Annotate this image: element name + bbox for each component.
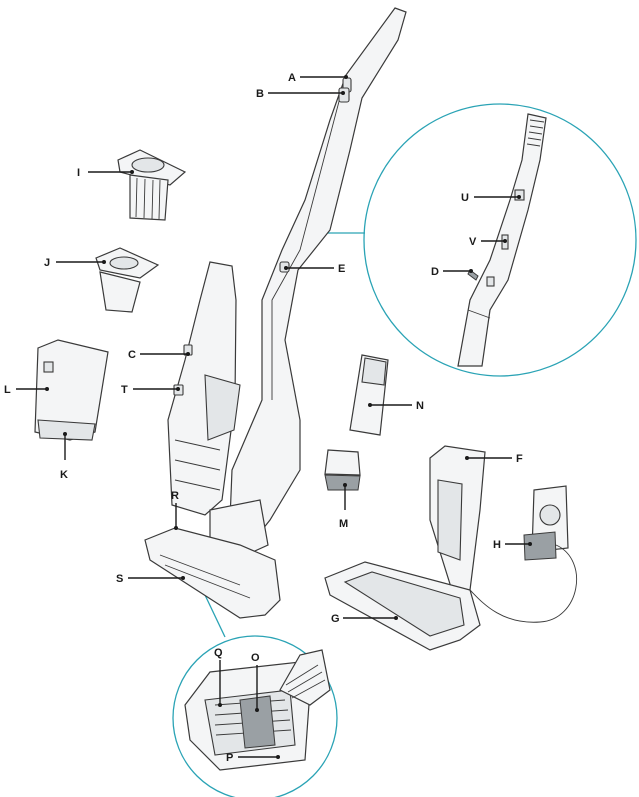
- label-P: P: [226, 752, 233, 764]
- label-E: E: [338, 263, 345, 275]
- part-M: [324, 449, 361, 491]
- label-A: A: [288, 72, 296, 84]
- vacuum-main-body: [144, 7, 407, 619]
- label-U: U: [461, 192, 469, 204]
- label-K: K: [60, 469, 68, 481]
- label-Q: Q: [214, 647, 223, 659]
- part-filter-I: [117, 149, 187, 221]
- label-S: S: [116, 573, 123, 585]
- part-N: [349, 354, 389, 436]
- label-I: I: [77, 167, 80, 179]
- part-charging-stand-F: [324, 445, 486, 651]
- label-N: N: [416, 400, 424, 412]
- nozzle-detail-circle: [172, 594, 338, 797]
- part-dust-container-L: [34, 339, 109, 441]
- label-C: C: [128, 349, 136, 361]
- callouts: A B I J C T L K E U: [4, 72, 532, 764]
- label-V: V: [469, 236, 477, 248]
- label-J: J: [44, 257, 50, 269]
- label-H: H: [493, 539, 501, 551]
- label-G: G: [331, 613, 340, 625]
- label-L: L: [4, 384, 11, 396]
- label-D: D: [431, 266, 439, 278]
- label-M: M: [339, 518, 348, 530]
- label-R: R: [171, 490, 179, 502]
- label-O: O: [251, 652, 260, 664]
- label-F: F: [516, 453, 523, 465]
- label-B: B: [256, 88, 264, 100]
- part-adapter-H: [469, 485, 578, 623]
- handle-detail-circle: [324, 103, 637, 377]
- label-T: T: [121, 384, 128, 396]
- part-filter-holder-J: [95, 247, 160, 313]
